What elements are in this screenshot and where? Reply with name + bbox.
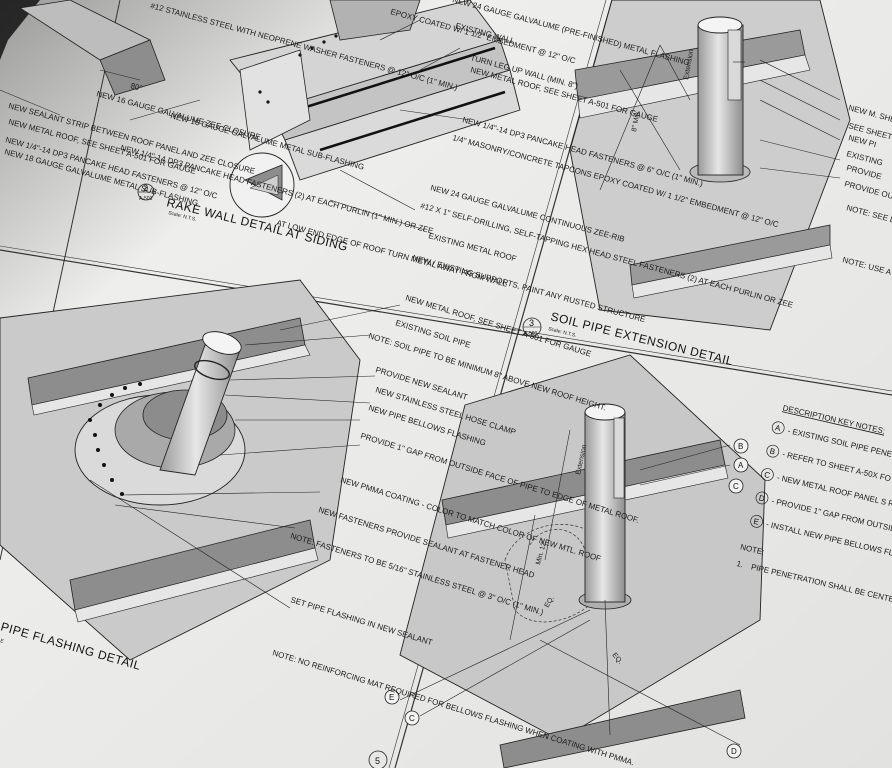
key-c: C [763, 470, 771, 480]
callout-c-bottom: C [409, 714, 415, 723]
rake-wall-detail-number: 2 [143, 183, 148, 193]
pipe-flashing-detail: Pipe Flashing Detail E [0, 279, 401, 673]
min-dimension-label: 8" Min. [631, 110, 642, 132]
callout-c-top: C [733, 482, 739, 491]
key-b: B [769, 447, 776, 457]
soil-pipe-detail-number: 3 [529, 318, 534, 328]
rake-note-1: 80° [129, 81, 143, 93]
detail5-callouts: B A C E C D [384, 438, 749, 759]
callout-e: E [389, 693, 394, 702]
pipe-flashing-sheet-ref: E [0, 638, 5, 645]
detail5-note-number: 1. [736, 559, 745, 569]
callout-d: D [731, 747, 737, 756]
rake-wall-sheet-ref: A-503 [139, 196, 153, 202]
callout-b: B [738, 442, 743, 451]
key-e: E [753, 517, 760, 527]
soil-pipe-sheet-ref: A-503 [524, 331, 538, 337]
callout-a: A [738, 461, 744, 470]
key-a: A [774, 423, 782, 433]
detail5-number: 5 [375, 756, 380, 766]
key-d: D [758, 493, 766, 503]
